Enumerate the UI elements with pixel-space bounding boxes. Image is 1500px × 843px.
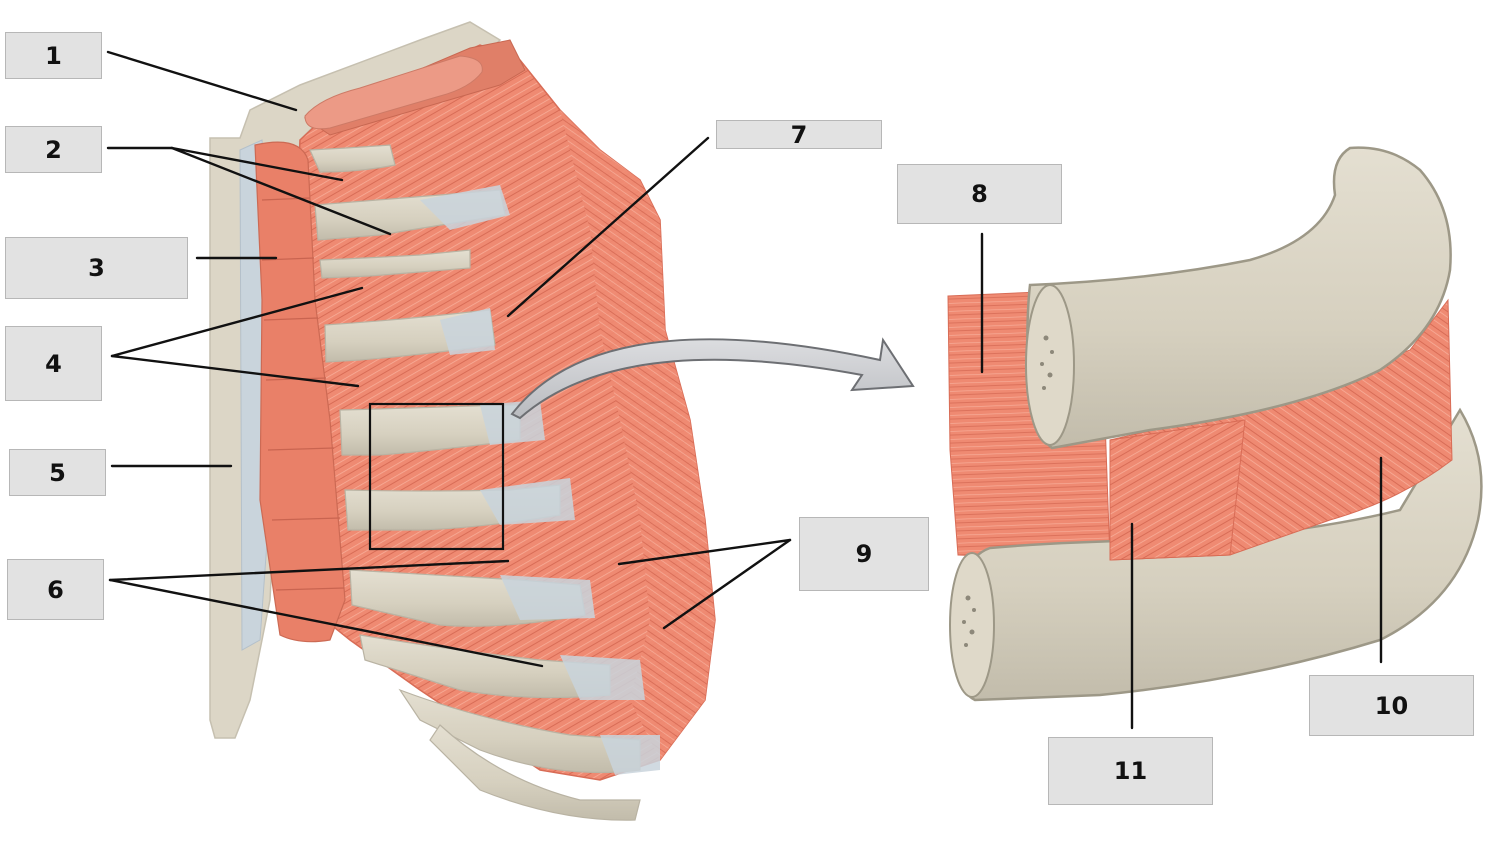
label-4[interactable]: 4 — [5, 326, 102, 401]
label-6-text: 6 — [47, 575, 64, 604]
leader-9b — [662, 538, 792, 630]
lower-rib-cross-section — [949, 552, 995, 698]
leader-4a — [110, 286, 364, 358]
label-4-text: 4 — [45, 349, 62, 378]
label-9[interactable]: 9 — [799, 517, 929, 591]
leader-7 — [506, 136, 710, 318]
label-11[interactable]: 11 — [1048, 737, 1213, 805]
clavicle — [304, 55, 483, 130]
innermost-intercostal-layer — [1109, 419, 1246, 561]
upper-rib-cross-section — [1025, 284, 1075, 446]
label-10-text: 10 — [1374, 691, 1409, 720]
label-3[interactable]: 3 — [5, 237, 188, 299]
external-oblique-band — [560, 110, 715, 760]
leader-2b — [170, 146, 344, 182]
leader-1 — [106, 50, 298, 112]
label-11-text: 11 — [1113, 757, 1148, 785]
lower-rib-marrow-dots — [962, 595, 976, 647]
label-10[interactable]: 10 — [1309, 675, 1474, 736]
label-9-text: 9 — [855, 540, 873, 568]
leader-2c — [170, 146, 392, 236]
leader-6a — [108, 559, 510, 582]
zoom-arrow — [510, 337, 915, 420]
upper-rib-marrow-dots — [1040, 335, 1054, 390]
zoomed-intercostal-detail — [947, 146, 1483, 702]
label-8[interactable]: 8 — [897, 164, 1062, 224]
sternum-muscle-column — [254, 141, 346, 643]
leader-9a — [617, 538, 792, 566]
zoom-region-box — [368, 402, 505, 551]
leader-6b — [108, 578, 544, 668]
leader-4b — [110, 354, 360, 388]
label-1[interactable]: 1 — [5, 32, 102, 79]
label-5[interactable]: 5 — [9, 449, 106, 496]
label-2[interactable]: 2 — [5, 126, 102, 173]
label-5-text: 5 — [49, 458, 66, 487]
label-2-text: 2 — [45, 135, 62, 164]
leader-lines — [106, 50, 1383, 730]
label-6[interactable]: 6 — [7, 559, 104, 620]
label-3-text: 3 — [88, 254, 105, 282]
label-8-text: 8 — [971, 180, 988, 208]
thoracic-wall — [209, 21, 716, 821]
label-7[interactable]: 7 — [716, 120, 882, 149]
label-7-text: 7 — [790, 120, 808, 149]
label-1-text: 1 — [45, 41, 62, 70]
